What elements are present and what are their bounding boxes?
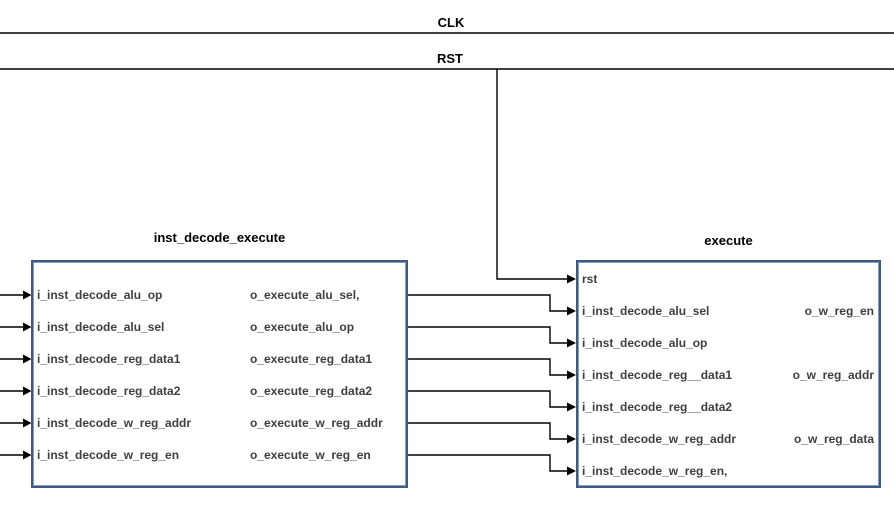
port-input: i_inst_decode_reg_data1 — [37, 352, 181, 366]
arrowhead-icon — [23, 322, 32, 332]
port-input: i_inst_decode_w_reg_en, — [582, 464, 728, 478]
port-input: i_inst_decode_alu_op — [582, 336, 708, 350]
arrowhead-icon — [23, 290, 32, 300]
connector-wire — [408, 294, 567, 312]
port-input: i_inst_decode_alu_sel — [582, 304, 710, 318]
connector-wire — [408, 358, 567, 376]
arrowhead-icon — [567, 466, 576, 476]
port-output: o_execute_alu_sel, — [250, 288, 360, 302]
port-output: o_w_reg_data — [793, 432, 874, 446]
port-output: o_execute_w_reg_en — [250, 448, 371, 462]
arrowhead-icon — [23, 386, 32, 396]
arrowhead-icon — [23, 450, 32, 460]
arrowhead-icon — [567, 370, 576, 380]
port-output: o_execute_w_reg_addr — [250, 416, 383, 430]
module-title-inst-decode-execute: inst_decode_execute — [153, 230, 286, 245]
arrowhead-icon — [23, 418, 32, 428]
port-input: i_inst_decode_reg__data1 — [582, 368, 733, 382]
port-output: o_execute_reg_data1 — [250, 352, 373, 366]
port-output: o_w_reg_addr — [792, 368, 874, 382]
port-input: i_inst_decode_alu_sel — [37, 320, 165, 334]
port-input: i_inst_decode_w_reg_addr — [37, 416, 192, 430]
rst-label: RST — [437, 51, 463, 66]
port-output: o_w_reg_en — [804, 304, 874, 318]
arrowhead-icon — [567, 434, 576, 444]
arrowhead-icon — [567, 306, 576, 316]
port-input: i_inst_decode_alu_op — [37, 288, 163, 302]
arrowhead-icon — [567, 274, 576, 284]
port-input: i_inst_decode_reg_data2 — [37, 384, 181, 398]
rst-branch-wire — [496, 69, 567, 280]
arrowhead-icon — [567, 402, 576, 412]
connector-wire — [408, 454, 567, 472]
module-execute: rst i_inst_decode_alu_sel i_inst_decode_… — [576, 260, 881, 488]
port-input: rst — [582, 272, 598, 286]
port-input: i_inst_decode_reg__data2 — [582, 400, 733, 414]
port-output: o_execute_alu_op — [250, 320, 355, 334]
module-inst-decode-execute: i_inst_decode_alu_op i_inst_decode_alu_s… — [31, 260, 408, 488]
module-title-execute: execute — [704, 233, 753, 248]
port-input: i_inst_decode_w_reg_en — [37, 448, 180, 462]
clk-label: CLK — [437, 15, 465, 30]
arrowhead-icon — [567, 338, 576, 348]
connector-wire — [408, 390, 567, 408]
arrowhead-icon — [23, 354, 32, 364]
port-input: i_inst_decode_w_reg_addr — [582, 432, 737, 446]
port-output: o_execute_reg_data2 — [250, 384, 373, 398]
connector-wire — [408, 326, 567, 344]
connector-wire — [408, 422, 567, 440]
